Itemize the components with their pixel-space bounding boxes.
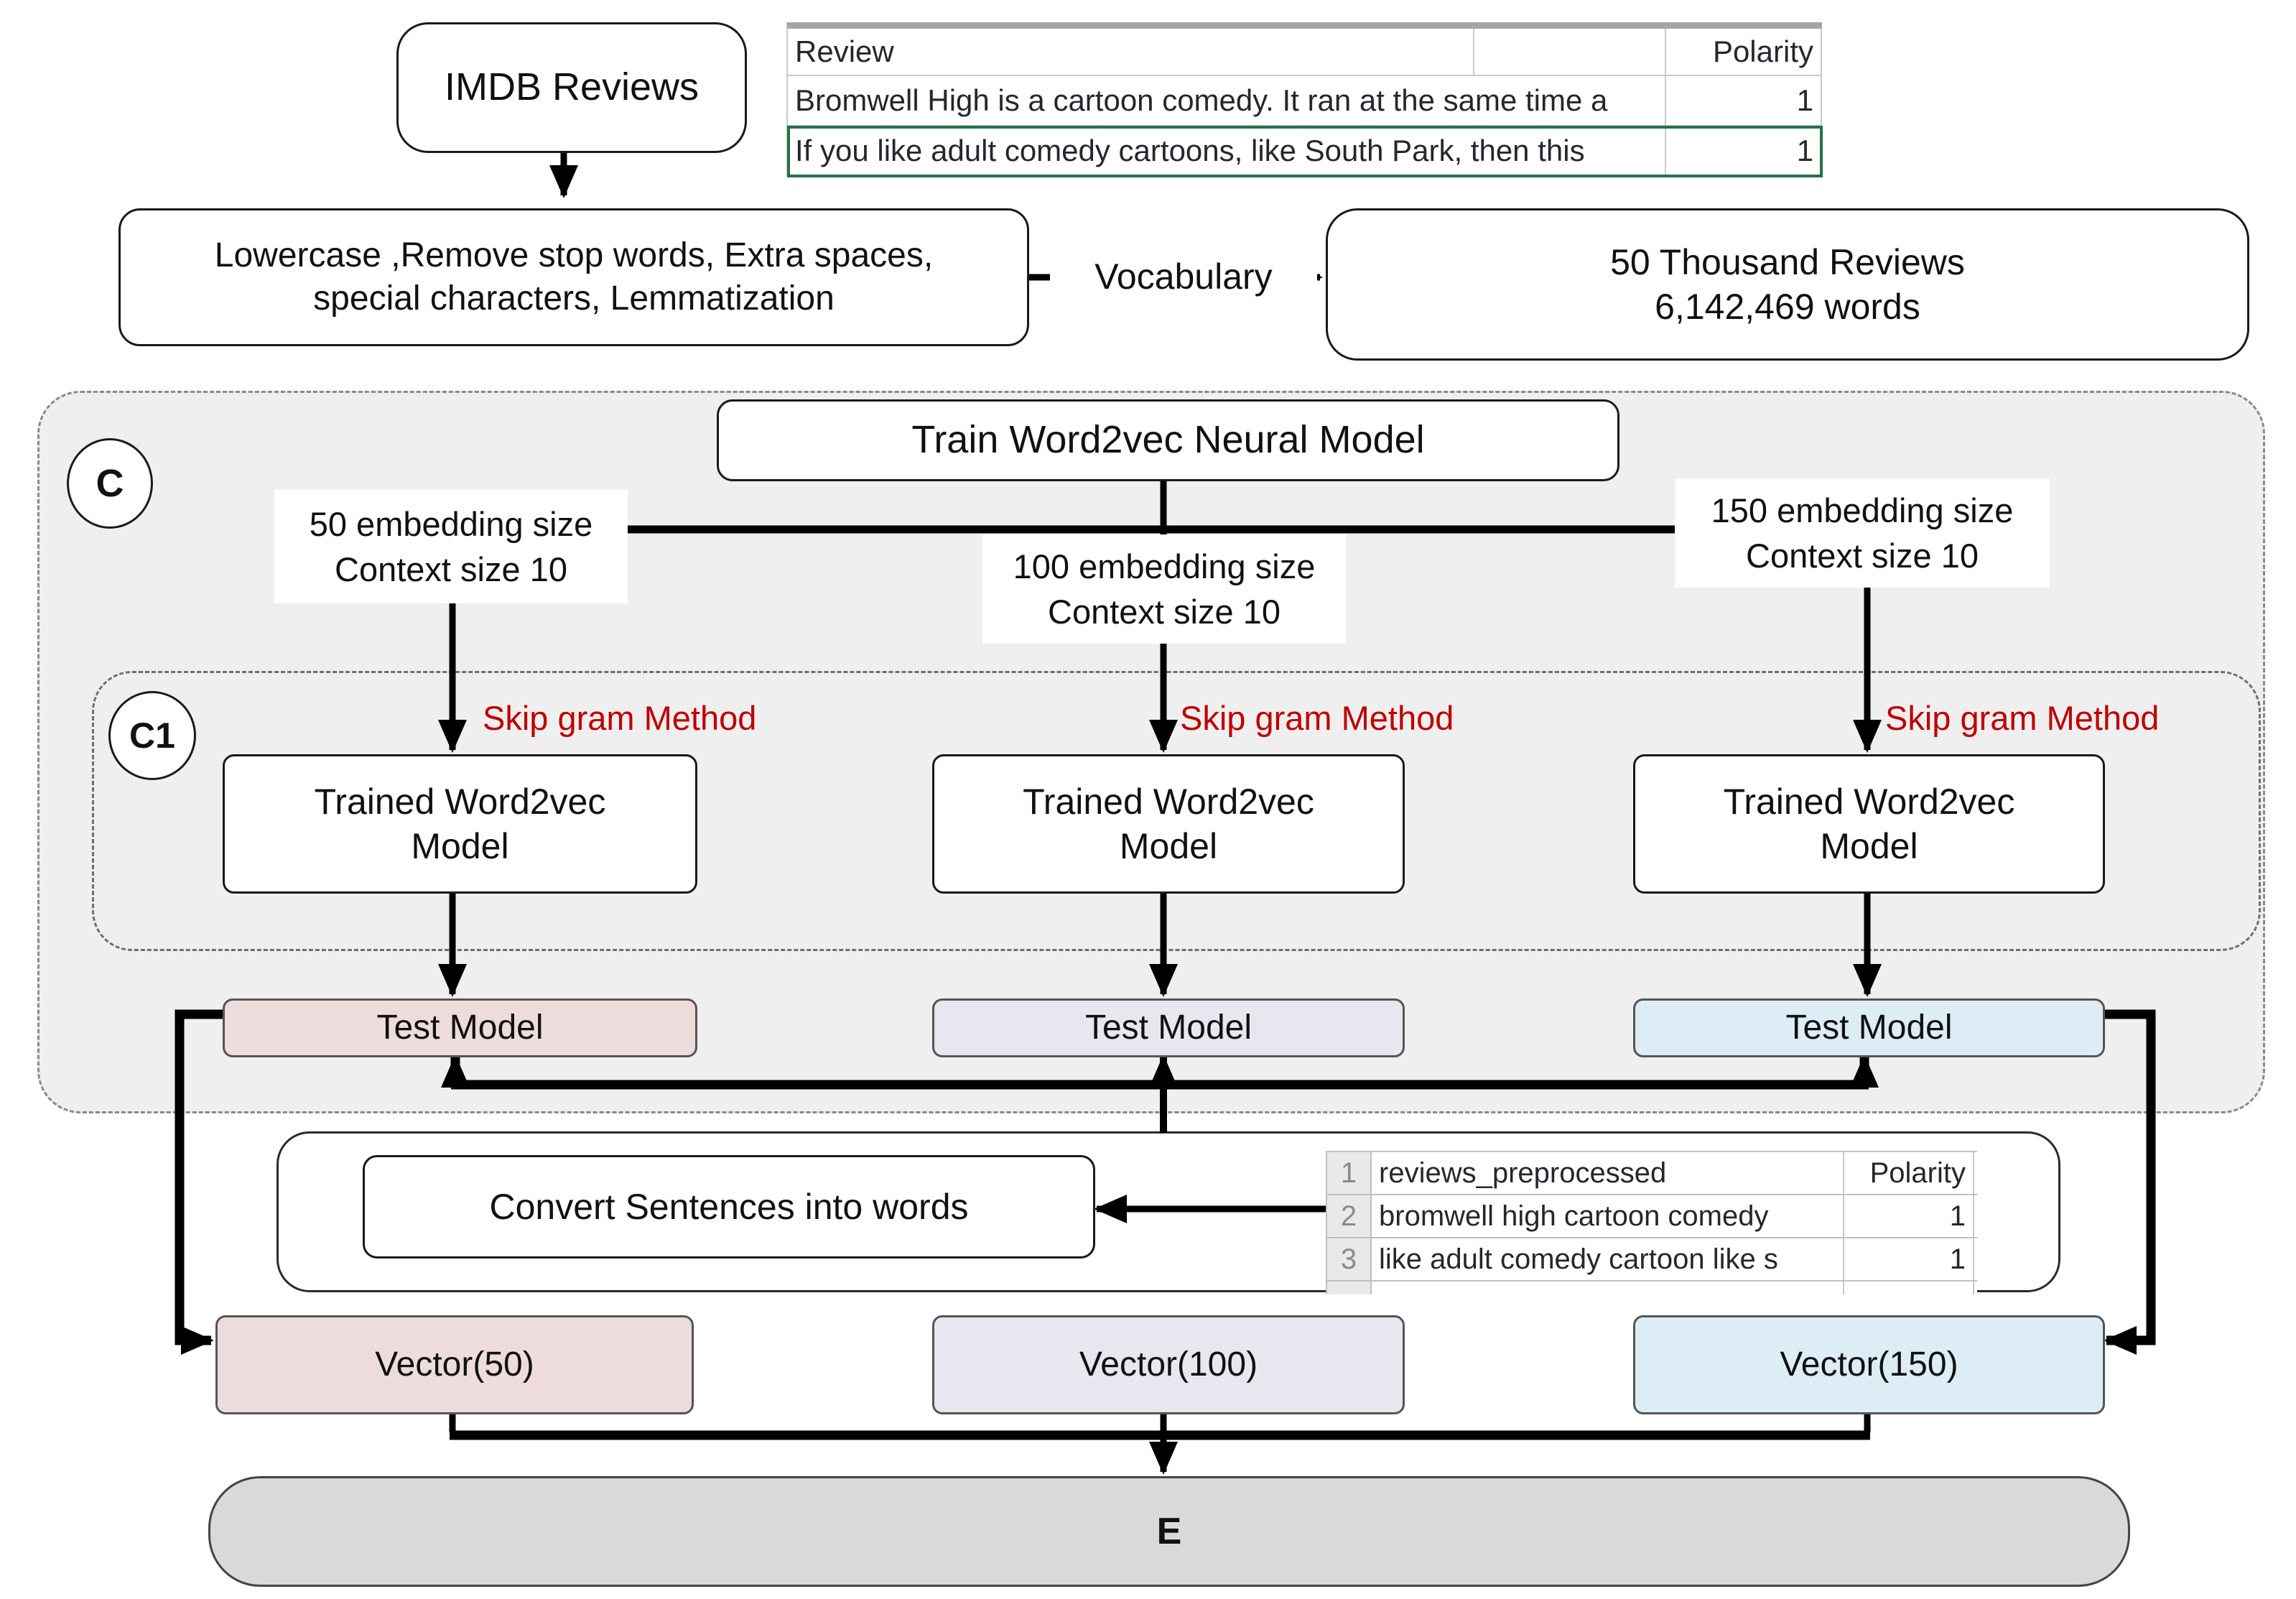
container-c1 (92, 671, 2261, 951)
review-table-header-polarity: Polarity (1666, 29, 1822, 75)
preprocessed-table-row: 2 bromwell high cartoon comedy 1 (1327, 1195, 1977, 1238)
vector-box-150: Vector(150) (1633, 1315, 2105, 1414)
reviews-count-line2: 6,142,469 words (1655, 287, 1920, 327)
preprocessed-cell (1372, 1281, 1844, 1294)
vector-box-50: Vector(50) (215, 1315, 694, 1414)
preprocess-line2: special characters, Lemmatization (313, 279, 835, 318)
embedding-size-label-100: 100 embedding size Context size 10 (982, 534, 1346, 644)
embedding-size-label-50: 50 embedding size Context size 10 (274, 490, 628, 603)
skip-gram-label-50: Skip gram Method (483, 699, 757, 737)
convert-sentences-box: Convert Sentences into words (363, 1155, 1095, 1259)
vocabulary-label: Vocabulary (1050, 250, 1317, 305)
vector-box-100: Vector(100) (932, 1315, 1405, 1414)
polarity-cell: 1 (1844, 1238, 1974, 1280)
review-table-row: Bromwell High is a cartoon comedy. It ra… (788, 76, 1822, 126)
embedding-size-label-150: 150 embedding size Context size 10 (1675, 478, 2050, 588)
preprocessed-cell: like adult comedy cartoon like s (1372, 1238, 1844, 1280)
container-c1-badge: C1 (108, 691, 196, 780)
skip-gram-label-150: Skip gram Method (1885, 699, 2160, 737)
review-table-header: Review Polarity (788, 29, 1822, 76)
imdb-reviews-box: IMDB Reviews (396, 22, 747, 153)
polarity-cell: 1 (1666, 126, 1822, 175)
preprocessed-table: 1 reviews_preprocessed Polarity 2 bromwe… (1326, 1151, 1977, 1294)
preprocessed-header: reviews_preprocessed (1372, 1152, 1844, 1194)
trained-model-box-100: Trained Word2vec Model (932, 754, 1405, 894)
row-number: 1 (1327, 1152, 1372, 1194)
test-model-box-100: Test Model (932, 998, 1405, 1057)
row-number: 2 (1327, 1195, 1372, 1237)
review-cell: If you like adult comedy cartoons, like … (788, 126, 1666, 175)
container-c-badge: C (67, 438, 153, 529)
imdb-reviews-label: IMDB Reviews (444, 65, 700, 109)
polarity-cell: 1 (1844, 1195, 1974, 1237)
review-table-header-review: Review (788, 29, 1474, 75)
reviews-count-line1: 50 Thousand Reviews (1610, 241, 1965, 282)
review-table-row: If you like adult comedy cartoons, like … (787, 126, 1823, 177)
preprocess-line1: Lowercase ,Remove stop words, Extra spac… (214, 236, 934, 274)
train-word2vec-box: Train Word2vec Neural Model (717, 399, 1619, 481)
preprocessed-table-row: 3 like adult comedy cartoon like s 1 (1327, 1238, 1977, 1281)
polarity-cell (1844, 1281, 1974, 1294)
test-model-box-50: Test Model (223, 998, 697, 1057)
review-table-header-spacer (1474, 29, 1666, 75)
row-number (1327, 1281, 1372, 1294)
test-model-box-150: Test Model (1633, 998, 2105, 1057)
trained-model-box-50: Trained Word2vec Model (223, 754, 697, 894)
polarity-cell: 1 (1666, 76, 1822, 125)
reviews-count-box: 50 Thousand Reviews 6,142,469 words (1326, 208, 2249, 361)
output-e-box: E (208, 1476, 2130, 1587)
trained-model-box-150: Trained Word2vec Model (1633, 754, 2105, 894)
preprocessed-table-partial-row (1327, 1281, 1977, 1294)
preprocessed-table-header: 1 reviews_preprocessed Polarity (1327, 1152, 1977, 1195)
preprocess-box: Lowercase ,Remove stop words, Extra spac… (118, 208, 1029, 346)
review-cell: Bromwell High is a cartoon comedy. It ra… (788, 76, 1666, 125)
preprocessed-cell: bromwell high cartoon comedy (1372, 1195, 1844, 1237)
skip-gram-label-100: Skip gram Method (1180, 699, 1454, 737)
review-table: Review Polarity Bromwell High is a carto… (786, 22, 1823, 177)
polarity-header: Polarity (1844, 1152, 1974, 1194)
row-number: 3 (1327, 1238, 1372, 1280)
